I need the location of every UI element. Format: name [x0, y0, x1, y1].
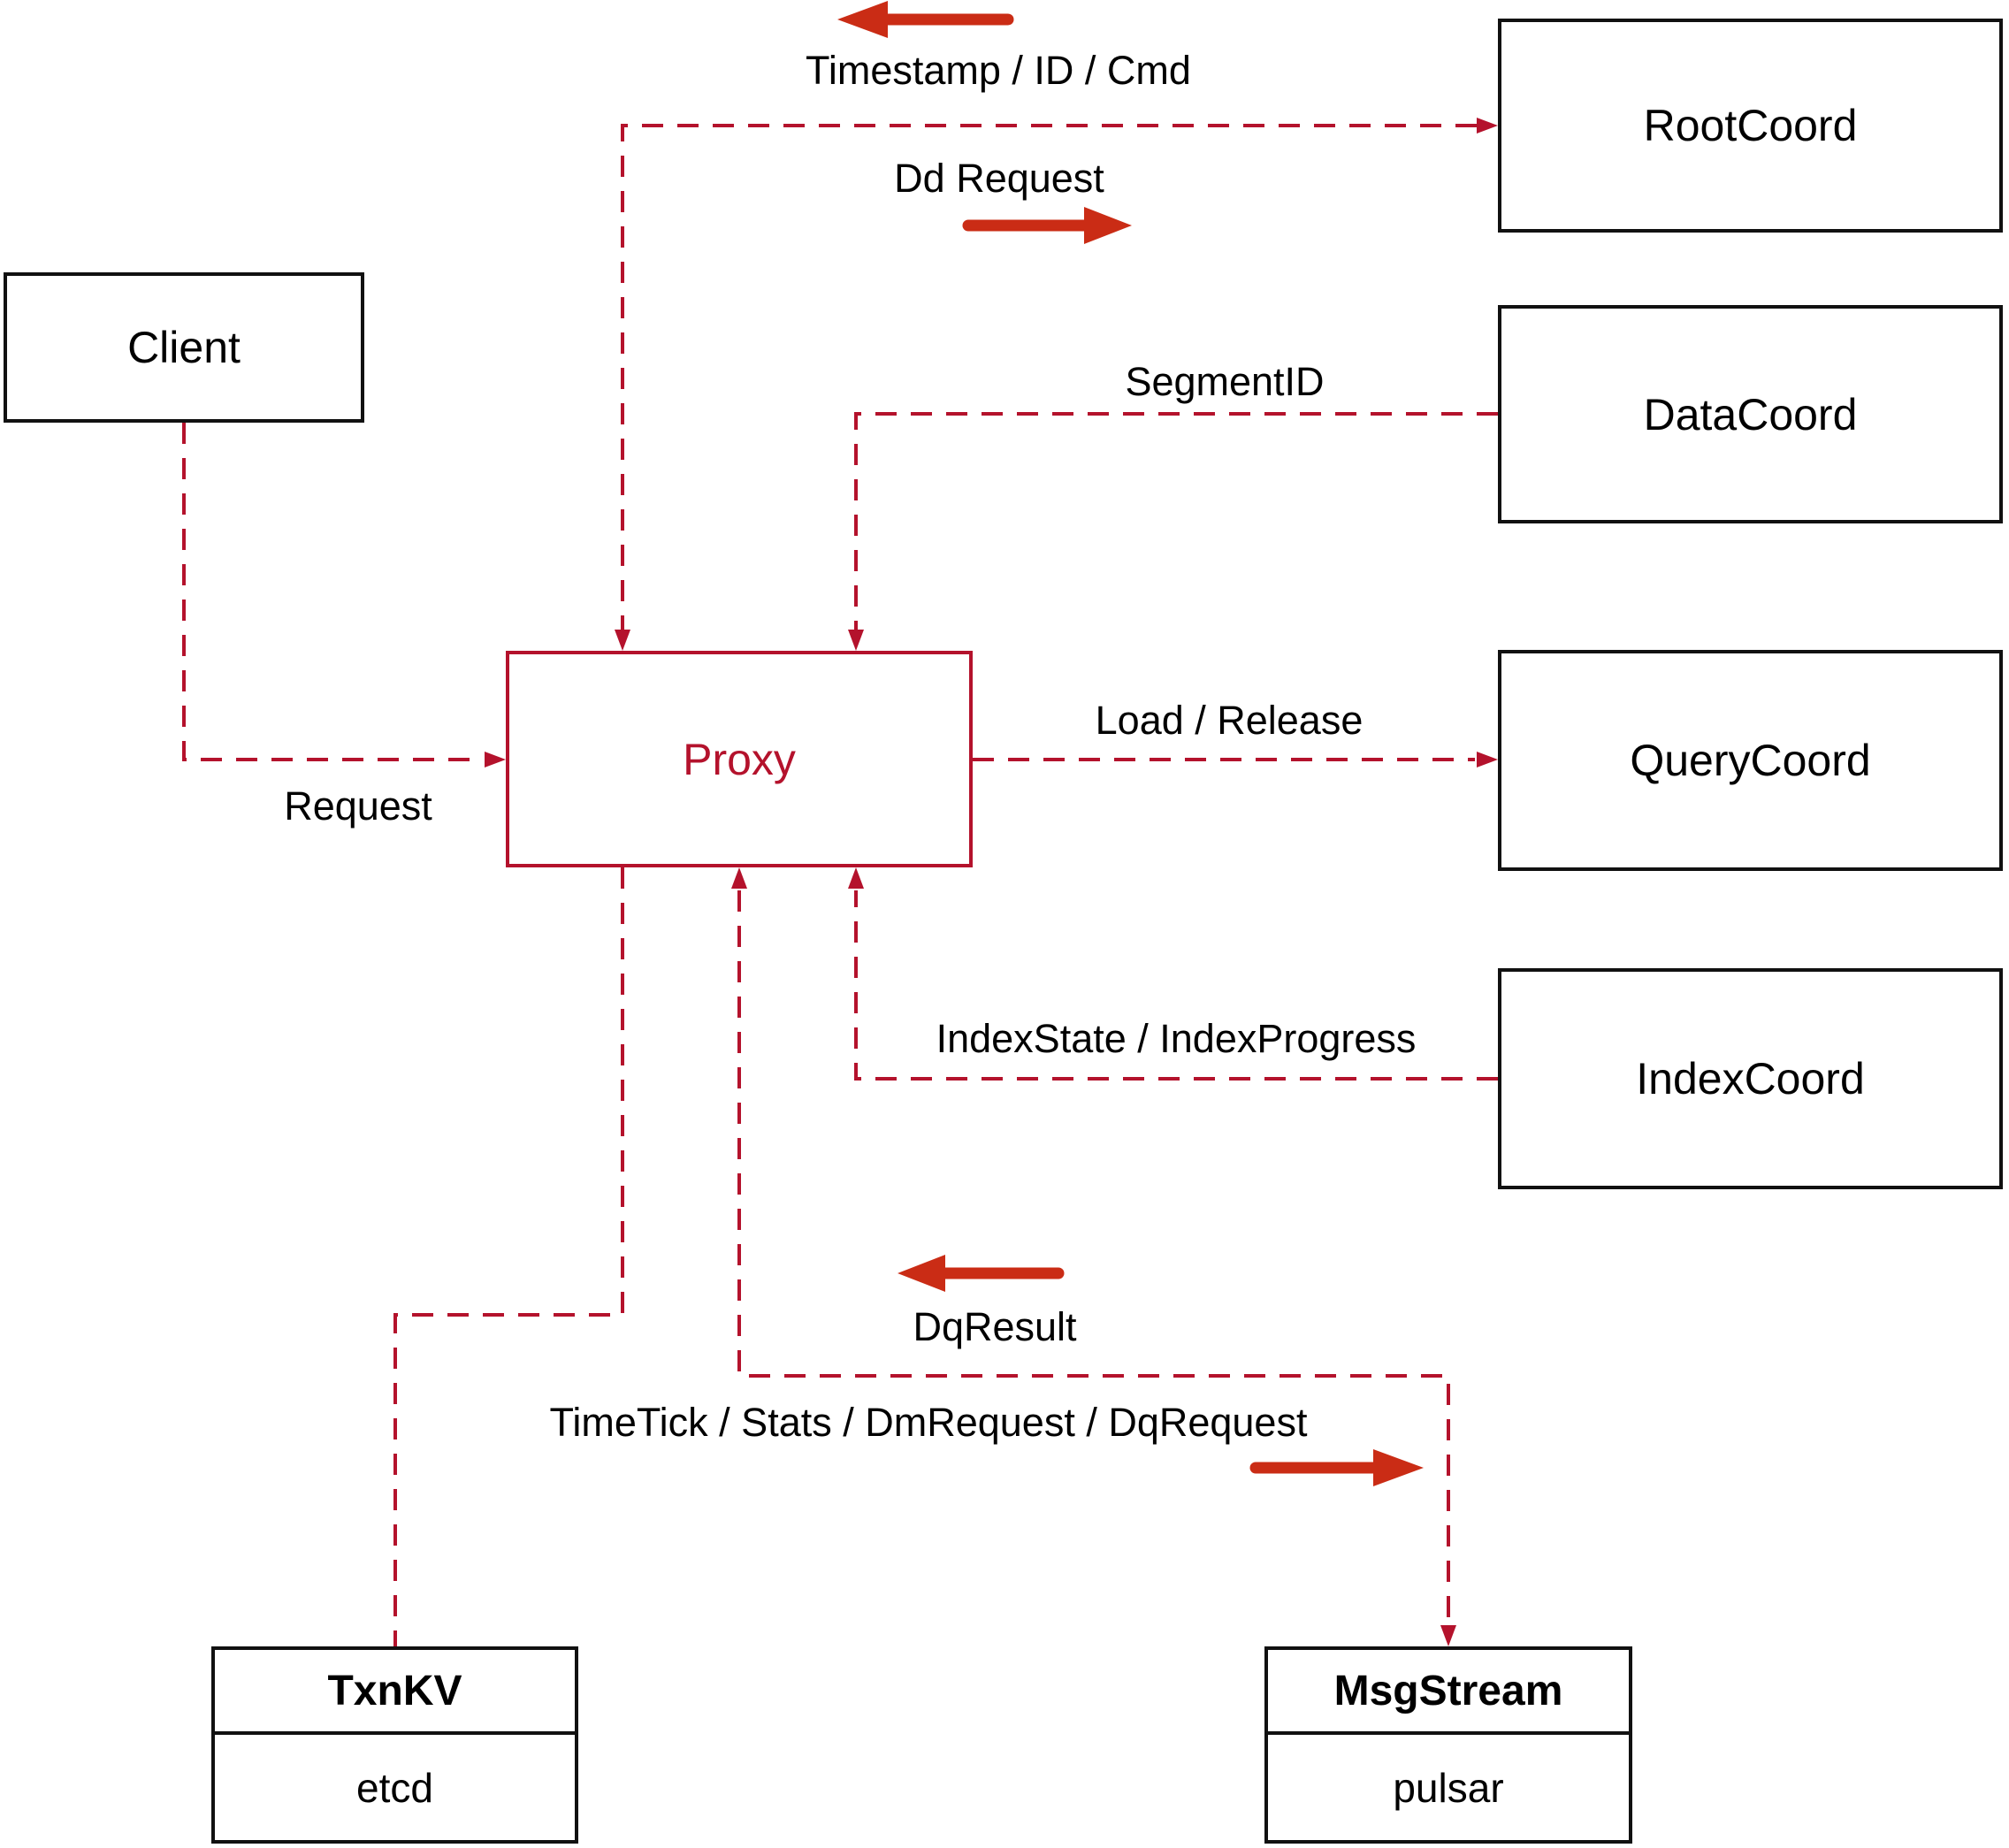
- time-tick-direction-right-arrow-icon: [1249, 1449, 1424, 1486]
- arrowhead-into-proxy-bottom-right-icon: [848, 867, 864, 889]
- arrowhead-into-proxy-left-icon: [485, 752, 506, 767]
- client-node-label: Client: [127, 323, 241, 372]
- edge-proxy-rootcoord: [621, 124, 1477, 630]
- datacoord-node-label: DataCoord: [1643, 389, 1858, 439]
- timestamp-edge-label: Timestamp / ID / Cmd: [806, 48, 1191, 93]
- edge-datacoord-proxy: [854, 412, 1498, 630]
- msgstream-node: MsgStream pulsar: [1264, 1646, 1632, 1844]
- dq-result-edge-label: DqResult: [913, 1304, 1077, 1349]
- index-state-edge-label: IndexState / IndexProgress: [936, 1016, 1417, 1061]
- arrowhead-into-proxy-top-left-icon: [615, 630, 630, 651]
- datacoord-node: DataCoord: [1498, 305, 2003, 523]
- dq-result-direction-left-arrow-icon: [898, 1255, 1065, 1292]
- timestamp-direction-left-arrow-icon: [837, 1, 1014, 38]
- txnkv-node-title: TxnKV: [215, 1650, 575, 1735]
- proxy-node-label: Proxy: [683, 734, 796, 784]
- edge-proxy-msgstream: [737, 890, 1450, 1625]
- msgstream-node-title: MsgStream: [1268, 1650, 1629, 1735]
- segment-id-edge-label: SegmentID: [1125, 359, 1325, 404]
- dd-request-edge-label: Dd Request: [894, 156, 1104, 201]
- arrowhead-into-proxy-bottom-left-icon: [731, 867, 747, 889]
- querycoord-node-label: QueryCoord: [1630, 736, 1871, 785]
- arrowhead-into-proxy-top-right-icon: [848, 630, 864, 651]
- txnkv-node-impl: etcd: [356, 1764, 433, 1811]
- msgstream-node-impl: pulsar: [1393, 1764, 1504, 1811]
- edge-proxy-txnkv: [393, 867, 624, 1646]
- txnkv-node: TxnKV etcd: [211, 1646, 578, 1844]
- arrowhead-into-msgstream-icon: [1440, 1625, 1456, 1646]
- arrowhead-into-querycoord-icon: [1477, 752, 1498, 767]
- dd-request-direction-right-arrow-icon: [962, 207, 1132, 244]
- edge-client-proxy: [182, 423, 483, 761]
- arrowhead-into-rootcoord-icon: [1477, 118, 1498, 134]
- edge-indexcoord-proxy: [854, 890, 1498, 1081]
- client-node: Client: [4, 272, 364, 423]
- rootcoord-node: RootCoord: [1498, 19, 2003, 233]
- proxy-node: Proxy: [506, 651, 973, 867]
- querycoord-node: QueryCoord: [1498, 650, 2003, 871]
- rootcoord-node-label: RootCoord: [1643, 101, 1858, 150]
- load-release-edge-label: Load / Release: [1095, 698, 1364, 743]
- request-edge-label: Request: [284, 783, 432, 829]
- time-tick-edge-label: TimeTick / Stats / DmRequest / DqRequest: [549, 1400, 1308, 1445]
- indexcoord-node-label: IndexCoord: [1636, 1054, 1865, 1103]
- indexcoord-node: IndexCoord: [1498, 968, 2003, 1189]
